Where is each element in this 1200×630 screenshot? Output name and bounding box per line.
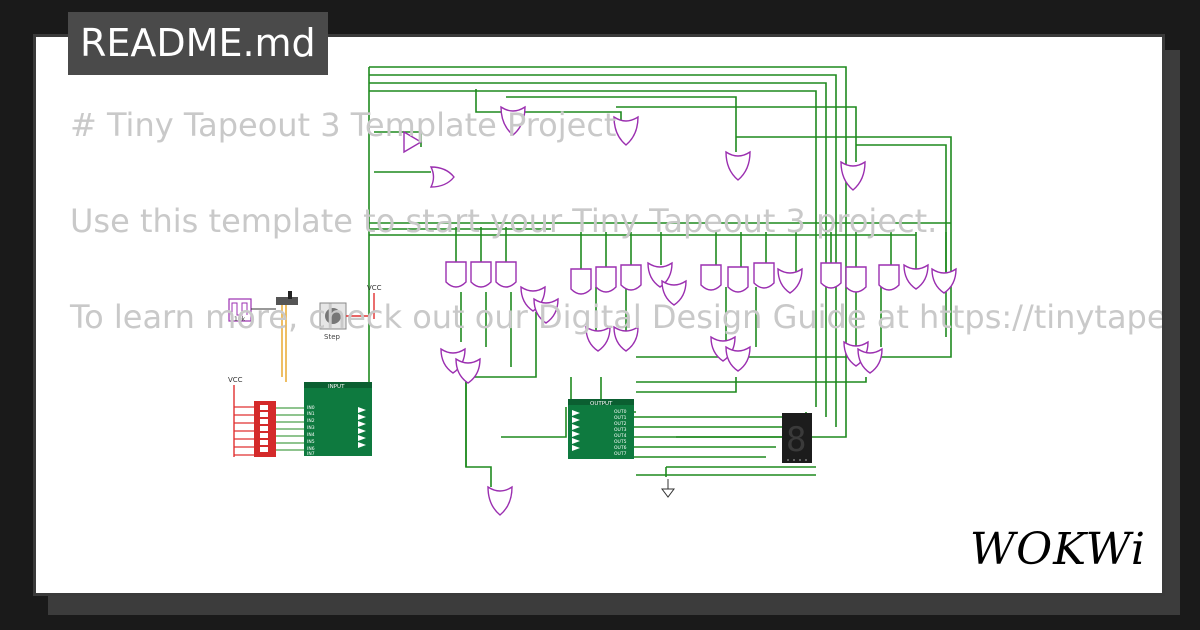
segment-digit: 8 — [786, 420, 806, 460]
step-button[interactable]: Step — [319, 302, 369, 341]
ground-symbol — [661, 479, 675, 498]
vcc-left-label: VCC — [228, 376, 243, 384]
wokwi-logo: WOKWi — [969, 524, 1146, 575]
vcc-top-label: VCC — [367, 284, 382, 292]
input-block-title: INPUT — [328, 384, 345, 390]
input-pin: IN7 — [307, 451, 315, 457]
vcc-left: VCC — [228, 376, 254, 457]
output-pin: OUT5 — [614, 439, 627, 445]
circuit-diagram: 10k Step VCC VCC — [228, 66, 957, 516]
input-block: INPUT IN0 IN1 IN2 IN3 IN4 IN5 IN6 IN7 — [304, 382, 372, 457]
wires — [368, 66, 952, 487]
input-pin: IN2 — [307, 418, 315, 424]
readme-tab[interactable]: README.md — [68, 12, 328, 75]
readme-content: # Tiny Tapeout 3 Template Project Use th… — [70, 101, 1165, 389]
clock-label: 10k — [234, 316, 246, 323]
preview-card: # Tiny Tapeout 3 Template Project Use th… — [33, 34, 1165, 596]
input-pin: IN1 — [307, 411, 315, 417]
output-pin: OUT7 — [614, 451, 627, 457]
dip-switch[interactable] — [254, 401, 304, 457]
output-pin: OUT1 — [614, 415, 627, 421]
readme-paragraph-2: To learn more, check out our Digital Des… — [70, 298, 1165, 336]
output-pin: OUT3 — [614, 427, 627, 433]
input-pin: IN3 — [307, 425, 315, 431]
input-pin: IN4 — [307, 432, 315, 438]
output-block: OUTPUT OUT0 OUT1 OUT2 OUT3 OUT4 OUT5 OUT… — [568, 399, 634, 459]
readme-heading: # Tiny Tapeout 3 Template Project — [70, 106, 617, 144]
logic-gates — [403, 105, 957, 516]
readme-paragraph-1: Use this template to start your Tiny Tap… — [70, 202, 938, 240]
input-pin: IN0 — [307, 405, 315, 411]
output-pin: OUT6 — [614, 445, 627, 451]
slide-switch[interactable] — [276, 291, 298, 382]
output-pin: OUT0 — [614, 409, 627, 415]
output-pin: OUT2 — [614, 421, 627, 427]
step-button-label: Step — [324, 333, 340, 341]
output-block-title: OUTPUT — [590, 401, 613, 407]
vcc-top: VCC — [367, 284, 382, 319]
input-pin: IN6 — [307, 446, 315, 452]
input-pin: IN5 — [307, 439, 315, 445]
output-pin: OUT4 — [614, 433, 627, 439]
clock-generator: 10k — [228, 298, 276, 323]
seven-segment-display: 8 — [782, 413, 812, 463]
